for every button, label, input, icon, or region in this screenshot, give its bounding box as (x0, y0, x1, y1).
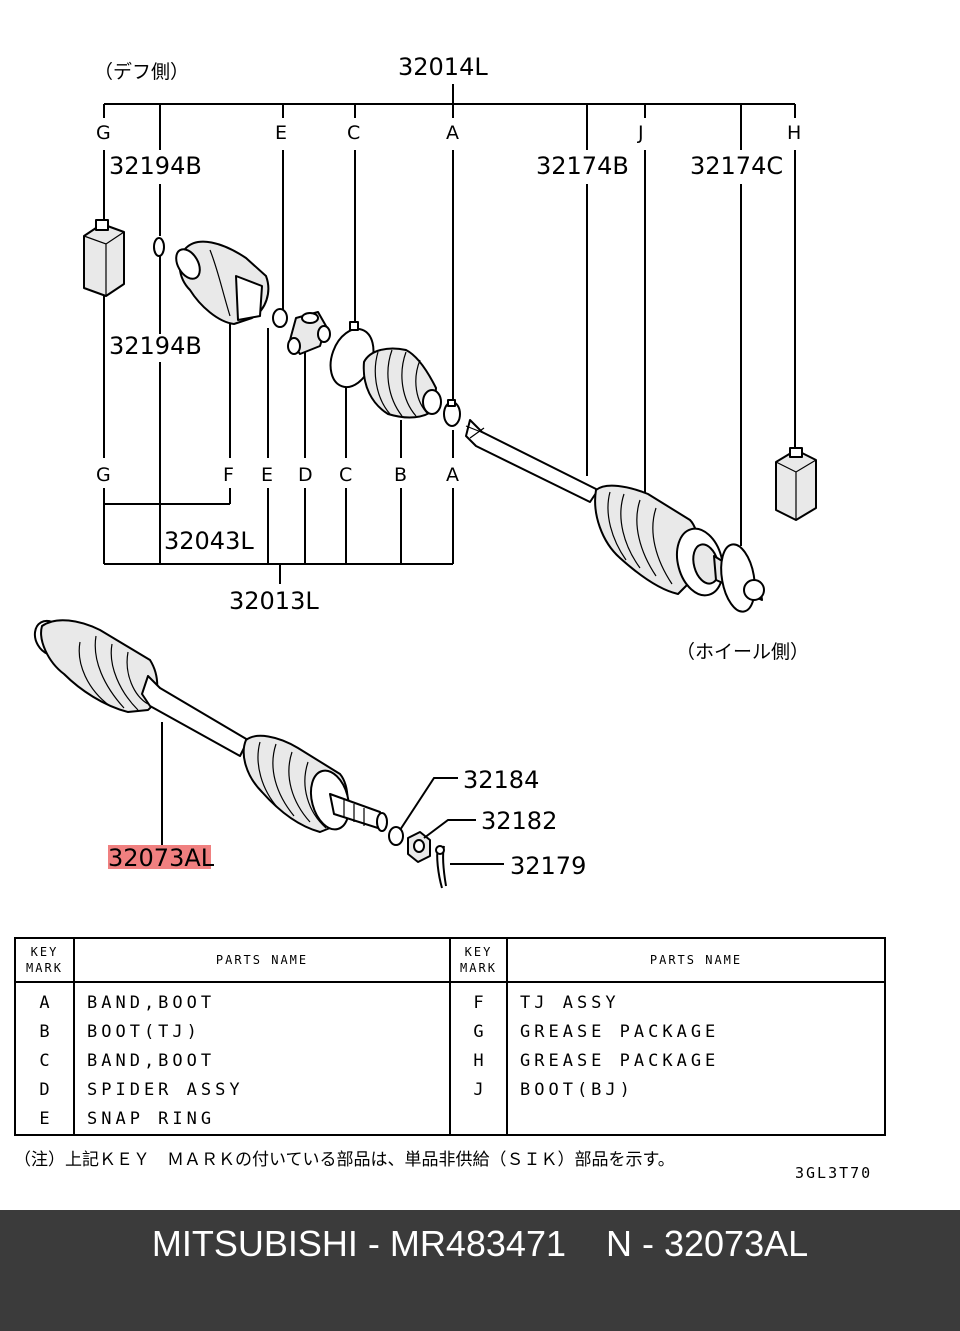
key-mark-top-g: G (96, 122, 111, 144)
part-name-cell: GREASE PACKAGE (520, 1051, 720, 1071)
part-name-cell: BAND,BOOT (87, 1051, 216, 1071)
snap-ring-32194B-illustration (153, 237, 165, 257)
key-mark-header-left: KEY MARK (14, 937, 75, 983)
spider-assy-illustration (287, 311, 331, 355)
figure-code: 3GL3T70 (795, 1164, 873, 1182)
wheel-side-label: （ホイール側） (676, 641, 809, 663)
part-number-32184: 32184 (463, 766, 539, 794)
cotter-pin-32179-illustration (435, 845, 447, 889)
part-name-cell: SNAP RING (87, 1109, 216, 1129)
key-cell: E (39, 1109, 50, 1129)
part-name-cell: TJ ASSY (520, 993, 620, 1013)
part-name-cell: BOOT(BJ) (520, 1080, 634, 1100)
footer-caption: MITSUBISHI - MR483471 N - 32073AL (151, 1223, 809, 1264)
key-mark-top-j: J (637, 122, 644, 144)
key-mark-top-c: C (347, 122, 360, 144)
exploded-parts-diagram: （デフ側） （ホイール側） 32014L G E C A J H 32194B … (33, 53, 817, 889)
left-key-column: A B C D E (14, 981, 75, 1136)
key-mark-bottom-e: E (261, 464, 273, 486)
right-key-column: F G H J (449, 981, 508, 1136)
part-number-32043L: 32043L (164, 527, 254, 555)
key-cell: B (39, 1022, 50, 1042)
drive-shaft-assy-32073AL-illustration (33, 619, 388, 833)
band-boot-a-illustration (443, 399, 461, 427)
grease-package-g-illustration (83, 219, 125, 297)
part-number-32179: 32179 (510, 852, 586, 880)
upper-leader-lines (103, 118, 796, 546)
part-number-32194B-mid: 32194B (109, 332, 202, 360)
bracket-32043L-32013L (103, 488, 454, 584)
part-number-32073AL: 32073AL (108, 844, 215, 872)
parts-name-header-right: PARTS NAME (506, 937, 886, 983)
key-cell: F (473, 993, 484, 1013)
diff-side-label: （デフ側） (94, 61, 189, 83)
part-number-32013L: 32013L (229, 587, 319, 615)
washer-32184-illustration (388, 826, 404, 846)
right-name-column: TJ ASSY GREASE PACKAGE GREASE PACKAGE BO… (506, 981, 886, 1136)
key-mark-bottom-a: A (446, 464, 459, 486)
parts-name-header-left: PARTS NAME (73, 937, 451, 983)
lower-leader-lines (103, 256, 454, 504)
key-mark-top-a: A (446, 122, 459, 144)
grease-package-h-illustration (775, 447, 817, 521)
part-number-32174C: 32174C (690, 152, 783, 180)
part-number-32174B: 32174B (536, 152, 629, 180)
part-name-cell: GREASE PACKAGE (520, 1022, 720, 1042)
boot-tj-illustration (362, 347, 442, 419)
key-cell: J (473, 1080, 484, 1100)
key-cell: G (473, 1022, 484, 1042)
part-name-cell: SPIDER ASSY (87, 1080, 244, 1100)
part-number-32182: 32182 (481, 807, 557, 835)
key-mark-top-e: E (275, 122, 287, 144)
key-mark-bottom-c: C (339, 464, 352, 486)
table-header-row: KEY MARK PARTS NAME KEY MARK PARTS NAME (14, 937, 886, 983)
key-cell: C (39, 1051, 50, 1071)
key-mark-header-right: KEY MARK (449, 937, 508, 983)
lower-part-leaders (161, 722, 504, 865)
left-name-column: BAND,BOOT BOOT(TJ) BAND,BOOT SPIDER ASSY… (73, 981, 451, 1136)
nut-32182-illustration (407, 831, 431, 863)
bracket-32014L: 32014L (103, 53, 796, 118)
tj-assy-illustration (175, 240, 270, 325)
part-number-32194B-top: 32194B (109, 152, 202, 180)
key-cell: H (473, 1051, 484, 1071)
key-mark-top-h: H (787, 122, 801, 144)
part-number-32014L: 32014L (398, 53, 488, 81)
key-mark-bottom-f: F (223, 464, 234, 486)
footnote: （注）上記ＫＥＹ ＭＡＲＫの付いている部品は、単品非供給（ＳＩＫ）部品を示す。 (14, 1150, 675, 1170)
key-mark-bottom-g: G (96, 464, 111, 486)
part-name-cell: BAND,BOOT (87, 993, 216, 1013)
footer-bar (0, 1210, 960, 1331)
key-cell: D (39, 1080, 50, 1100)
parts-key-table: KEY MARK PARTS NAME KEY MARK PARTS NAME … (14, 937, 886, 1136)
key-mark-bottom-d: D (298, 464, 313, 486)
key-cell: A (39, 993, 50, 1013)
highlight-box (108, 845, 211, 869)
snap-ring-e-illustration (272, 308, 288, 328)
shaft-bj-illustration (465, 419, 765, 613)
key-mark-bottom-b: B (394, 464, 407, 486)
part-name-cell: BOOT(TJ) (87, 1022, 201, 1042)
table-body-row: A B C D E BAND,BOOT BOOT(TJ) BAND,BOOT S… (14, 981, 886, 1136)
